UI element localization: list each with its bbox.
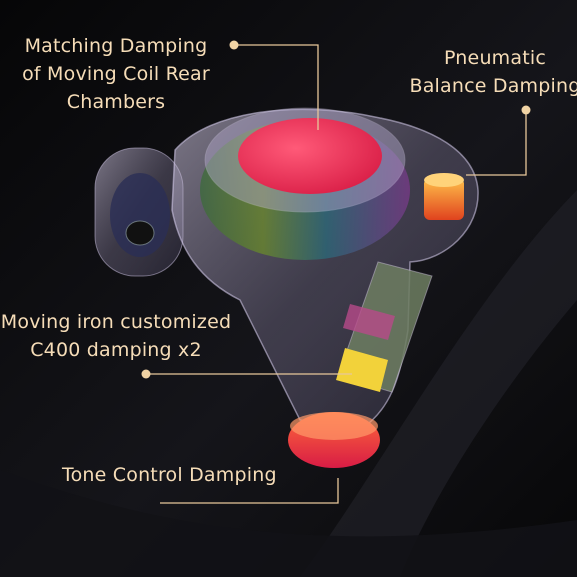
leader-line-pneumatic [466, 110, 527, 176]
moving-coil-damping-disc [238, 118, 382, 194]
leader-dot [141, 369, 151, 379]
moving-iron-unit [336, 261, 433, 393]
callout-line: C400 damping x2 [30, 339, 202, 361]
leader-lines [146, 44, 527, 504]
pneumatic-damping-cylinder [424, 173, 464, 220]
callout-pneumatic-balance: Pneumatic Balance Damping [405, 44, 577, 100]
callout-tone-control: Tone Control Damping [62, 461, 277, 489]
background-swoosh [300, 190, 577, 577]
callout-line: Tone Control Damping [62, 464, 277, 486]
callout-line: Pneumatic [443, 47, 547, 69]
side-port-cylinder [94, 147, 184, 277]
leader-line-rear-chamber [234, 44, 319, 130]
callout-line: of Moving Coil Rear [22, 63, 210, 85]
callout-line: Balance Damping [409, 75, 577, 97]
leader-dots [141, 40, 531, 379]
callout-moving-iron: Moving iron customized C400 damping x2 [0, 308, 232, 364]
tone-control-nozzle [288, 412, 380, 468]
callout-rear-chamber-damping: Matching Damping of Moving Coil Rear Cha… [21, 32, 211, 116]
background-swoosh [0, 470, 577, 577]
callout-line: Chambers [66, 91, 166, 113]
leader-line-tone-control [160, 478, 339, 504]
callout-line: Matching Damping [24, 35, 208, 57]
callout-line: Moving iron customized [0, 311, 232, 333]
leader-dot [229, 40, 239, 50]
leader-dot [521, 105, 531, 115]
